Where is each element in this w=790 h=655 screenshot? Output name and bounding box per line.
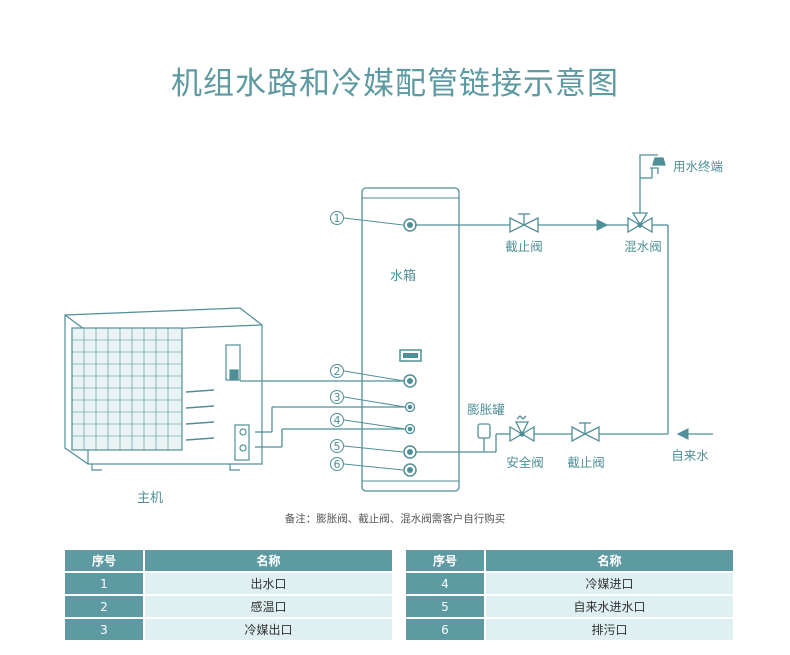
port-number-2: 2 [334, 365, 341, 378]
table-cell-index: 4 [406, 573, 484, 594]
column-header: 序号 [65, 550, 143, 571]
port-number-4: 4 [334, 414, 341, 427]
pipes [240, 168, 713, 453]
column-header: 名称 [145, 550, 392, 571]
table-cell-name: 自来水进水口 [486, 596, 733, 617]
water-tank [361, 187, 460, 492]
table-header-row: 序号 名称 [406, 550, 733, 571]
tank-label: 水箱 [390, 268, 416, 284]
port-table-right: 序号 名称 4 冷媒进口 5 自来水进水口 6 排污口 [404, 548, 735, 642]
table-cell-index: 5 [406, 596, 484, 617]
water-terminal-icon [639, 154, 666, 178]
port-leader-lines [343, 217, 406, 471]
table-cell-name: 冷媒进口 [486, 573, 733, 594]
unit-label: 主机 [137, 491, 163, 506]
page-title: 机组水路和冷媒配管链接示意图 [171, 66, 619, 102]
table-cell-name: 感温口 [145, 596, 392, 617]
tank-ports [403, 218, 417, 477]
port-number-3: 3 [334, 391, 341, 404]
stop-valve-bottom-label: 截止阀 [567, 455, 605, 470]
tap-water-label: 自来水 [671, 448, 709, 463]
port-number-5: 5 [334, 440, 341, 453]
table-row: 4 冷媒进口 [406, 573, 733, 594]
mixing-valve-icon [627, 212, 653, 234]
table-cell-name: 出水口 [145, 573, 392, 594]
stop-valve-bottom-icon [571, 422, 600, 443]
water-terminal-label: 用水终端 [673, 159, 723, 174]
table-row: 3 冷媒出口 [65, 619, 392, 640]
column-header: 名称 [486, 550, 733, 571]
table-cell-name: 冷媒出口 [145, 619, 392, 640]
table-row: 5 自来水进水口 [406, 596, 733, 617]
expansion-tank-label: 膨胀罐 [467, 402, 505, 417]
footnote: 备注：膨胀阀、截止阀、混水阀需客户自行购买 [284, 513, 506, 525]
table-row: 6 排污口 [406, 619, 733, 640]
piping-diagram: 水箱 主机 1 2 3 4 5 6 [64, 154, 723, 506]
table-cell-index: 6 [406, 619, 484, 640]
table-cell-name: 排污口 [486, 619, 733, 640]
port-number-1: 1 [334, 212, 341, 225]
table-cell-index: 1 [65, 573, 143, 594]
safety-valve-icon [509, 415, 535, 443]
expansion-tank-icon [477, 423, 491, 439]
port-number-6: 6 [334, 458, 341, 471]
table-header-row: 序号 名称 [65, 550, 392, 571]
stop-valve-top-icon [509, 213, 539, 234]
stop-valve-top-label: 截止阀 [505, 239, 543, 254]
table-row: 1 出水口 [65, 573, 392, 594]
heat-pump-unit [64, 307, 263, 471]
table-cell-index: 2 [65, 596, 143, 617]
table-cell-index: 3 [65, 619, 143, 640]
port-table-left: 序号 名称 1 出水口 2 感温口 3 冷媒出口 [63, 548, 394, 642]
column-header: 序号 [406, 550, 484, 571]
port-numbers [330, 211, 344, 471]
mixing-valve-label: 混水阀 [624, 239, 662, 254]
table-row: 2 感温口 [65, 596, 392, 617]
safety-valve-label: 安全阀 [506, 455, 544, 470]
